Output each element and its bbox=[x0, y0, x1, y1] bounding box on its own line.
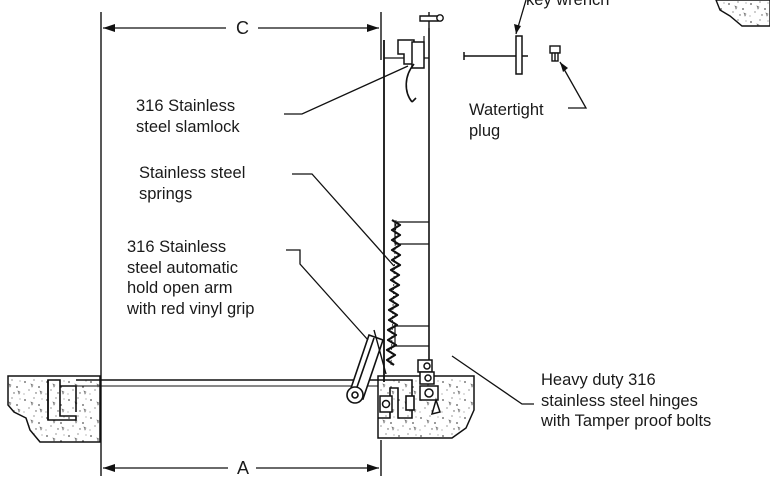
callout-hold-open-arm-line-1: 316 Stainless bbox=[127, 238, 227, 256]
callout-hold-open-arm: 316 Stainless steel automatic hold open … bbox=[127, 237, 254, 319]
callout-watertight-plug-line-2: plug bbox=[469, 121, 501, 140]
callout-slamlock-line-1: 316 Stainless bbox=[136, 97, 236, 115]
callout-hold-open-arm-line-3: hold open arm bbox=[127, 279, 233, 297]
dimension-label-a: A bbox=[231, 458, 256, 478]
left-concrete-slab bbox=[7, 375, 101, 443]
arrowhead-key-wrench bbox=[514, 24, 521, 34]
leader-watertight-plug bbox=[559, 61, 588, 109]
slamlock-mechanism bbox=[397, 39, 425, 103]
right-frame-channel bbox=[378, 379, 415, 419]
leader-hinges bbox=[451, 355, 534, 405]
callout-slamlock: 316 Stainless steel slamlock bbox=[136, 96, 240, 137]
callout-slamlock-line-2: steel slamlock bbox=[136, 117, 240, 136]
hinge-assembly bbox=[379, 359, 441, 416]
leader-hold-open-arm bbox=[286, 249, 369, 341]
key-wrench-icon bbox=[463, 35, 528, 75]
concrete-fragment-corner bbox=[715, 0, 770, 27]
callout-springs: Stainless steel springs bbox=[139, 163, 245, 204]
right-concrete-slab bbox=[377, 375, 475, 439]
watertight-plug-icon bbox=[549, 45, 561, 62]
callout-watertight-plug-line-1: Watertight bbox=[469, 101, 544, 119]
callout-springs-line-1: Stainless steel bbox=[139, 164, 246, 182]
dimension-a bbox=[103, 464, 379, 472]
callout-hold-open-arm-line-4: with red vinyl grip bbox=[127, 299, 255, 318]
spring-coil bbox=[385, 219, 402, 366]
callout-key-wrench: key wrench bbox=[526, 0, 609, 11]
dimension-c bbox=[103, 24, 379, 32]
hold-open-arm bbox=[346, 329, 387, 404]
arrowhead-watertight-plug bbox=[560, 62, 568, 72]
callout-hinges-line-2: stainless steel hinges bbox=[541, 391, 698, 410]
callout-hinges: Heavy duty 316 stainless steel hinges wi… bbox=[541, 370, 711, 432]
callout-springs-line-2: springs bbox=[139, 184, 193, 203]
dimension-label-c: C bbox=[230, 18, 255, 38]
callout-hinges-line-3: with Tamper proof bolts bbox=[541, 412, 712, 430]
leader-springs bbox=[292, 173, 395, 267]
callout-hold-open-arm-line-2: steel automatic bbox=[127, 258, 238, 277]
callout-hinges-line-1: Heavy duty 316 bbox=[541, 371, 656, 389]
cover-top-bolt bbox=[419, 12, 444, 28]
callout-key-wrench-line-1: key wrench bbox=[526, 0, 610, 9]
callout-watertight-plug: Watertight plug bbox=[469, 100, 544, 141]
leader-slamlock bbox=[284, 65, 409, 115]
